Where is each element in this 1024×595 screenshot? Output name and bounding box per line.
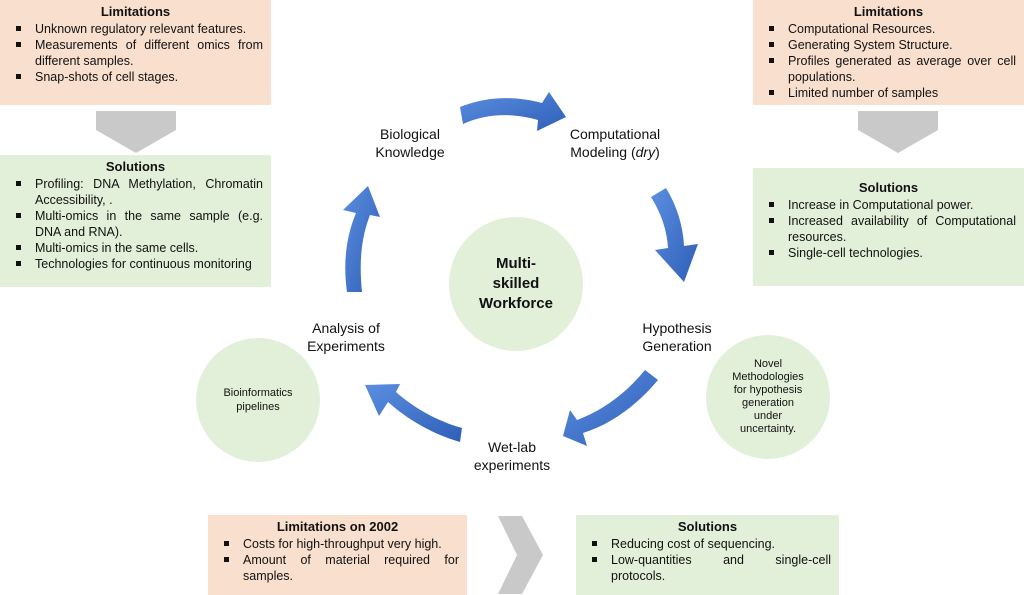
hypothesis-line-1: Hypothesis (642, 320, 712, 336)
left-solutions-box: Solutions Profiling: DNA Methylation, Ch… (0, 155, 271, 287)
novel-line-1: Novel (753, 358, 783, 370)
analysis-of-experiments-label: Analysis of Experiments (290, 319, 402, 355)
computational-line-2-prefix: Modeling ( (570, 144, 636, 160)
bottom-limitations-list: Costs for high-throughput very high. Amo… (216, 536, 459, 584)
bioinformatics-pipelines-circle: Bioinformatics pipelines (196, 338, 320, 462)
center-line-3: Workforce (479, 295, 553, 312)
list-item: Technologies for continuous monitoring (8, 256, 263, 272)
right-connector-arrow (858, 111, 938, 153)
bottom-solutions-title: Solutions (677, 519, 738, 534)
bottom-limitations-title: Limitations on 2002 (276, 519, 399, 534)
list-item: Increased availability of Computational … (761, 213, 1016, 245)
computational-line-2-italic: dry (635, 144, 656, 160)
list-item: Single-cell technologies. (761, 245, 1016, 261)
cycle-arrow-top (460, 92, 566, 131)
novel-line-3: for hypothesis (733, 384, 803, 396)
left-solutions-title: Solutions (105, 159, 166, 174)
analysis-line-2: Experiments (307, 338, 385, 354)
biological-knowledge-label: Biological Knowledge (352, 125, 468, 161)
top-left-limitations-list: Unknown regulatory relevant features. Me… (8, 21, 263, 85)
list-item: Snap-shots of cell stages. (8, 69, 263, 85)
computational-line-1: Computational (569, 126, 661, 142)
novel-line-6: uncertainty. (739, 423, 797, 435)
bottom-limitations-box: Limitations on 2002 Costs for high-throu… (208, 515, 467, 595)
novel-line-2: Methodologies (732, 371, 804, 383)
top-left-limitations-title: Limitations (100, 4, 171, 19)
bioinformatics-line-1: Bioinformatics (223, 387, 293, 399)
list-item: Measurements of different omics from dif… (8, 37, 263, 69)
cycle-arrow-right (651, 188, 698, 282)
list-item: Computational Resources. (761, 21, 1016, 37)
list-item: Limited number of samples (761, 85, 1016, 101)
bottom-connector-arrow (498, 516, 543, 594)
computational-line-2: Modeling (dry) (553, 143, 677, 161)
list-item: Increase in Computational power. (761, 197, 1016, 213)
list-item: Costs for high-throughput very high. (216, 536, 459, 552)
wetlab-line-1: Wet-lab (488, 439, 536, 455)
bioinformatics-line-2: pipelines (236, 401, 280, 413)
bottom-solutions-box: Solutions Reducing cost of sequencing. L… (576, 515, 839, 595)
list-item: Reducing cost of sequencing. (584, 536, 831, 552)
list-item: Profiles generated as average over cell … (761, 53, 1016, 85)
left-connector-arrow (96, 111, 176, 153)
list-item: Profiling: DNA Methylation, Chromatin Ac… (8, 176, 263, 208)
list-item: Low-quantities and single-cell protocols… (584, 552, 831, 584)
computational-line-2-suffix: ) (655, 144, 660, 160)
center-line-1: Multi- (496, 255, 536, 272)
top-left-limitations-box: Limitations Unknown regulatory relevant … (0, 0, 271, 105)
bottom-solutions-list: Reducing cost of sequencing. Low-quantit… (584, 536, 831, 584)
biological-line-1: Biological (380, 126, 440, 142)
multi-skilled-workforce-circle: Multi- skilled Workforce (449, 217, 583, 351)
list-item: Multi-omics in the same cells. (8, 240, 263, 256)
cycle-arrow-left (343, 186, 380, 292)
right-solutions-title: Solutions (858, 180, 919, 195)
computational-modeling-label: Computational Modeling (dry) (553, 125, 677, 161)
wet-lab-experiments-label: Wet-lab experiments (456, 438, 568, 474)
right-solutions-list: Increase in Computational power. Increas… (761, 197, 1016, 261)
top-right-limitations-list: Computational Resources. Generating Syst… (761, 21, 1016, 101)
top-right-limitations-box: Limitations Computational Resources. Gen… (753, 0, 1024, 105)
center-line-2: skilled (492, 275, 540, 292)
biological-line-2: Knowledge (375, 144, 445, 160)
list-item: Unknown regulatory relevant features. (8, 21, 263, 37)
list-item: Multi-omics in the same sample (e.g. DNA… (8, 208, 263, 240)
novel-methodologies-circle: Novel Methodologies for hypothesis gener… (706, 335, 830, 459)
hypothesis-generation-label: Hypothesis Generation (622, 319, 732, 355)
cycle-arrow-bottom-left (365, 384, 462, 442)
list-item: Generating System Structure. (761, 37, 1016, 53)
analysis-line-1: Analysis of (312, 320, 380, 336)
cycle-arrow-bottom-right (563, 370, 658, 446)
novel-line-5: under (753, 410, 783, 422)
wetlab-line-2: experiments (473, 457, 551, 473)
novel-line-4: generation (742, 397, 794, 409)
list-item: Amount of material required for samples. (216, 552, 459, 584)
hypothesis-line-2: Generation (642, 338, 712, 354)
right-solutions-box: Solutions Increase in Computational powe… (753, 168, 1024, 286)
left-solutions-list: Profiling: DNA Methylation, Chromatin Ac… (8, 176, 263, 272)
top-right-limitations-title: Limitations (853, 4, 924, 19)
